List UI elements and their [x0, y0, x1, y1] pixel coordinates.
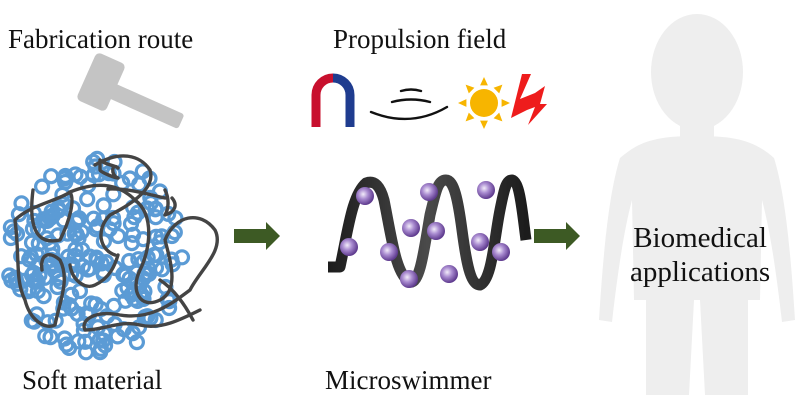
bead: [125, 226, 142, 243]
biomedical-applications-label: Biomedical applications: [630, 221, 770, 289]
magnetic-particle: [340, 238, 358, 256]
bead: [47, 312, 64, 329]
light-sun-icon: [458, 77, 510, 129]
bead: [126, 209, 143, 226]
bead: [7, 269, 24, 286]
microswimmer-label: Microswimmer: [325, 365, 492, 395]
bead: [147, 209, 164, 226]
bead: [61, 297, 78, 314]
electric-bolt-icon: [511, 74, 547, 125]
arrow-right-icon: [234, 222, 280, 250]
sun-ray: [480, 77, 488, 86]
bead: [93, 255, 110, 272]
bead: [109, 328, 126, 345]
polymer-chain: [158, 278, 195, 322]
polymer-chain: [13, 188, 74, 328]
magnetic-particle: [356, 187, 374, 205]
bead: [70, 210, 88, 227]
magnetic-particle: [492, 243, 510, 261]
polymer-chain: [98, 158, 120, 180]
polymer-chain: [68, 253, 120, 288]
bead: [69, 305, 86, 322]
bead: [117, 292, 134, 309]
bead: [79, 191, 96, 208]
bead: [25, 264, 42, 281]
magnetic-particle: [380, 243, 398, 261]
bead: [49, 200, 67, 217]
bead: [10, 206, 27, 223]
magnetic-particle: [420, 183, 438, 201]
sun-ray: [465, 84, 475, 94]
acoustic-wave-icon: [369, 88, 449, 121]
sun-ray: [465, 112, 475, 122]
magnetic-particle: [427, 222, 445, 240]
bead: [60, 248, 77, 265]
bead: [114, 282, 131, 299]
bead: [147, 259, 165, 276]
sun-ray: [480, 120, 488, 129]
arrow-right-icon: [534, 222, 580, 250]
polymer-chain: [68, 183, 219, 332]
sun-ray: [493, 112, 503, 122]
sun-disc: [470, 89, 498, 117]
magnetic-particle: [400, 270, 418, 288]
propulsion-field-label: Propulsion field: [333, 24, 507, 54]
polymer-chain: [106, 187, 177, 217]
sun-ray: [501, 99, 510, 107]
bead: [87, 296, 104, 313]
magnetic-particle: [402, 219, 420, 237]
magnetic-particle: [440, 265, 458, 283]
bead: [173, 249, 191, 266]
bead: [13, 248, 30, 265]
magnet-icon: [311, 73, 355, 127]
bead: [22, 248, 39, 265]
polymer-chain: [93, 154, 153, 257]
biomedical-label-line: applications: [630, 256, 771, 288]
bead: [147, 200, 164, 217]
bead: [56, 330, 73, 347]
sun-ray: [493, 84, 503, 94]
magnetic-particle: [477, 181, 495, 199]
sun-ray: [458, 99, 467, 107]
bead: [124, 325, 141, 342]
bead: [67, 267, 84, 284]
bead: [115, 265, 133, 282]
bead: [63, 286, 80, 303]
bead: [81, 248, 98, 265]
bead: [43, 257, 61, 275]
magnetic-particle: [471, 233, 489, 251]
soft-material-label: Soft material: [22, 365, 163, 395]
bead: [95, 197, 112, 214]
bead: [128, 334, 145, 351]
bead: [35, 288, 52, 305]
biomedical-label-line: Biomedical: [633, 222, 767, 254]
bead: [91, 331, 108, 348]
bead: [56, 170, 73, 187]
fabrication-route-label: Fabrication route: [8, 24, 194, 54]
bead: [33, 178, 51, 195]
